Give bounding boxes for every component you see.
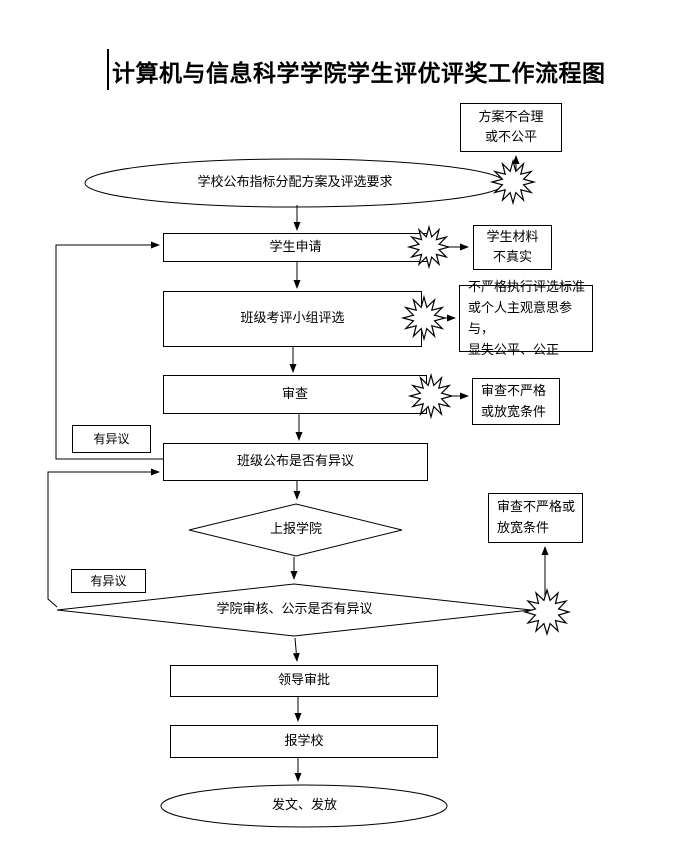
callout-line: 不严格执行评选标准 [468,279,586,295]
flowchart-title: 计算机与信息科学学院学生评优评奖工作流程图 [112,60,606,87]
ellipse-issue-shape [160,784,448,828]
callout-line: 放宽条件 [497,521,550,536]
burst-icon [522,587,572,637]
node-label: 审查 [281,386,308,402]
arrow-objection-loop-to-class-publish [47,468,160,608]
node-school-publish: 学校公布指标分配方案及评选要求 [85,160,505,206]
callout-line: 显失公平、公正 [468,342,560,358]
node-issue: 发文、发放 [162,785,447,827]
node-label: 发文、发放 [271,798,337,813]
node-report-school: 报学校 [170,725,438,758]
callout-line: 审查不严格 [481,383,547,399]
callout-line: 学生材料 [486,229,539,245]
label-objection-2: 有异议 [71,569,146,593]
callout-student-material: 学生材料 不真实 [473,225,552,270]
diamond-report-college-shape [188,503,403,557]
node-label: 上报学院 [269,522,322,537]
text-cursor-bar [107,49,109,90]
node-label: 有异议 [93,432,130,446]
node-label: 班级考评小组评选 [240,311,345,326]
node-class-publish: 班级公布是否有异议 [163,443,428,481]
callout-line: 方案不合理 [478,109,544,125]
node-label: 学院审核、公示是否有异议 [216,602,373,617]
callout-not-strict-standard: 不严格执行评选标准 或个人主观意思参与， 显失公平、公正 [459,280,593,358]
callout-review-not-strict-2: 审查不严格或 放宽条件 [488,493,583,543]
node-label: 有异议 [90,574,127,588]
callout-review-not-strict-1: 审查不严格 或放宽条件 [472,378,560,425]
burst-icon [407,372,455,420]
callout-line: 或放宽条件 [481,404,547,420]
arrow-objection-loop-to-apply [55,241,163,460]
arrow-college-review-to-leader [292,637,300,662]
node-report-college: 上报学院 [189,503,403,557]
callout-line: 或不公平 [484,129,537,145]
burst-icon [489,158,537,206]
node-label: 领导审批 [277,673,330,688]
callout-plan-unreasonable: 方案不合理 或不公平 [460,103,562,152]
diamond-college-review-shape [56,583,532,637]
node-leader-approve: 领导审批 [170,665,438,697]
node-college-review: 学院审核、公示是否有异议 [57,583,532,637]
node-label: 班级公布是否有异议 [236,454,354,469]
node-label: 学校公布指标分配方案及评选要求 [197,175,393,190]
callout-line: 审查不严格或 [497,500,576,515]
node-label: 报学校 [284,733,324,749]
callout-line: 不真实 [492,249,532,265]
burst-icon [400,294,448,342]
node-label: 学生申请 [269,239,322,255]
label-objection-1: 有异议 [72,425,151,453]
burst-icon [406,224,452,270]
callout-line: 或个人主观意思参与， [468,300,573,337]
